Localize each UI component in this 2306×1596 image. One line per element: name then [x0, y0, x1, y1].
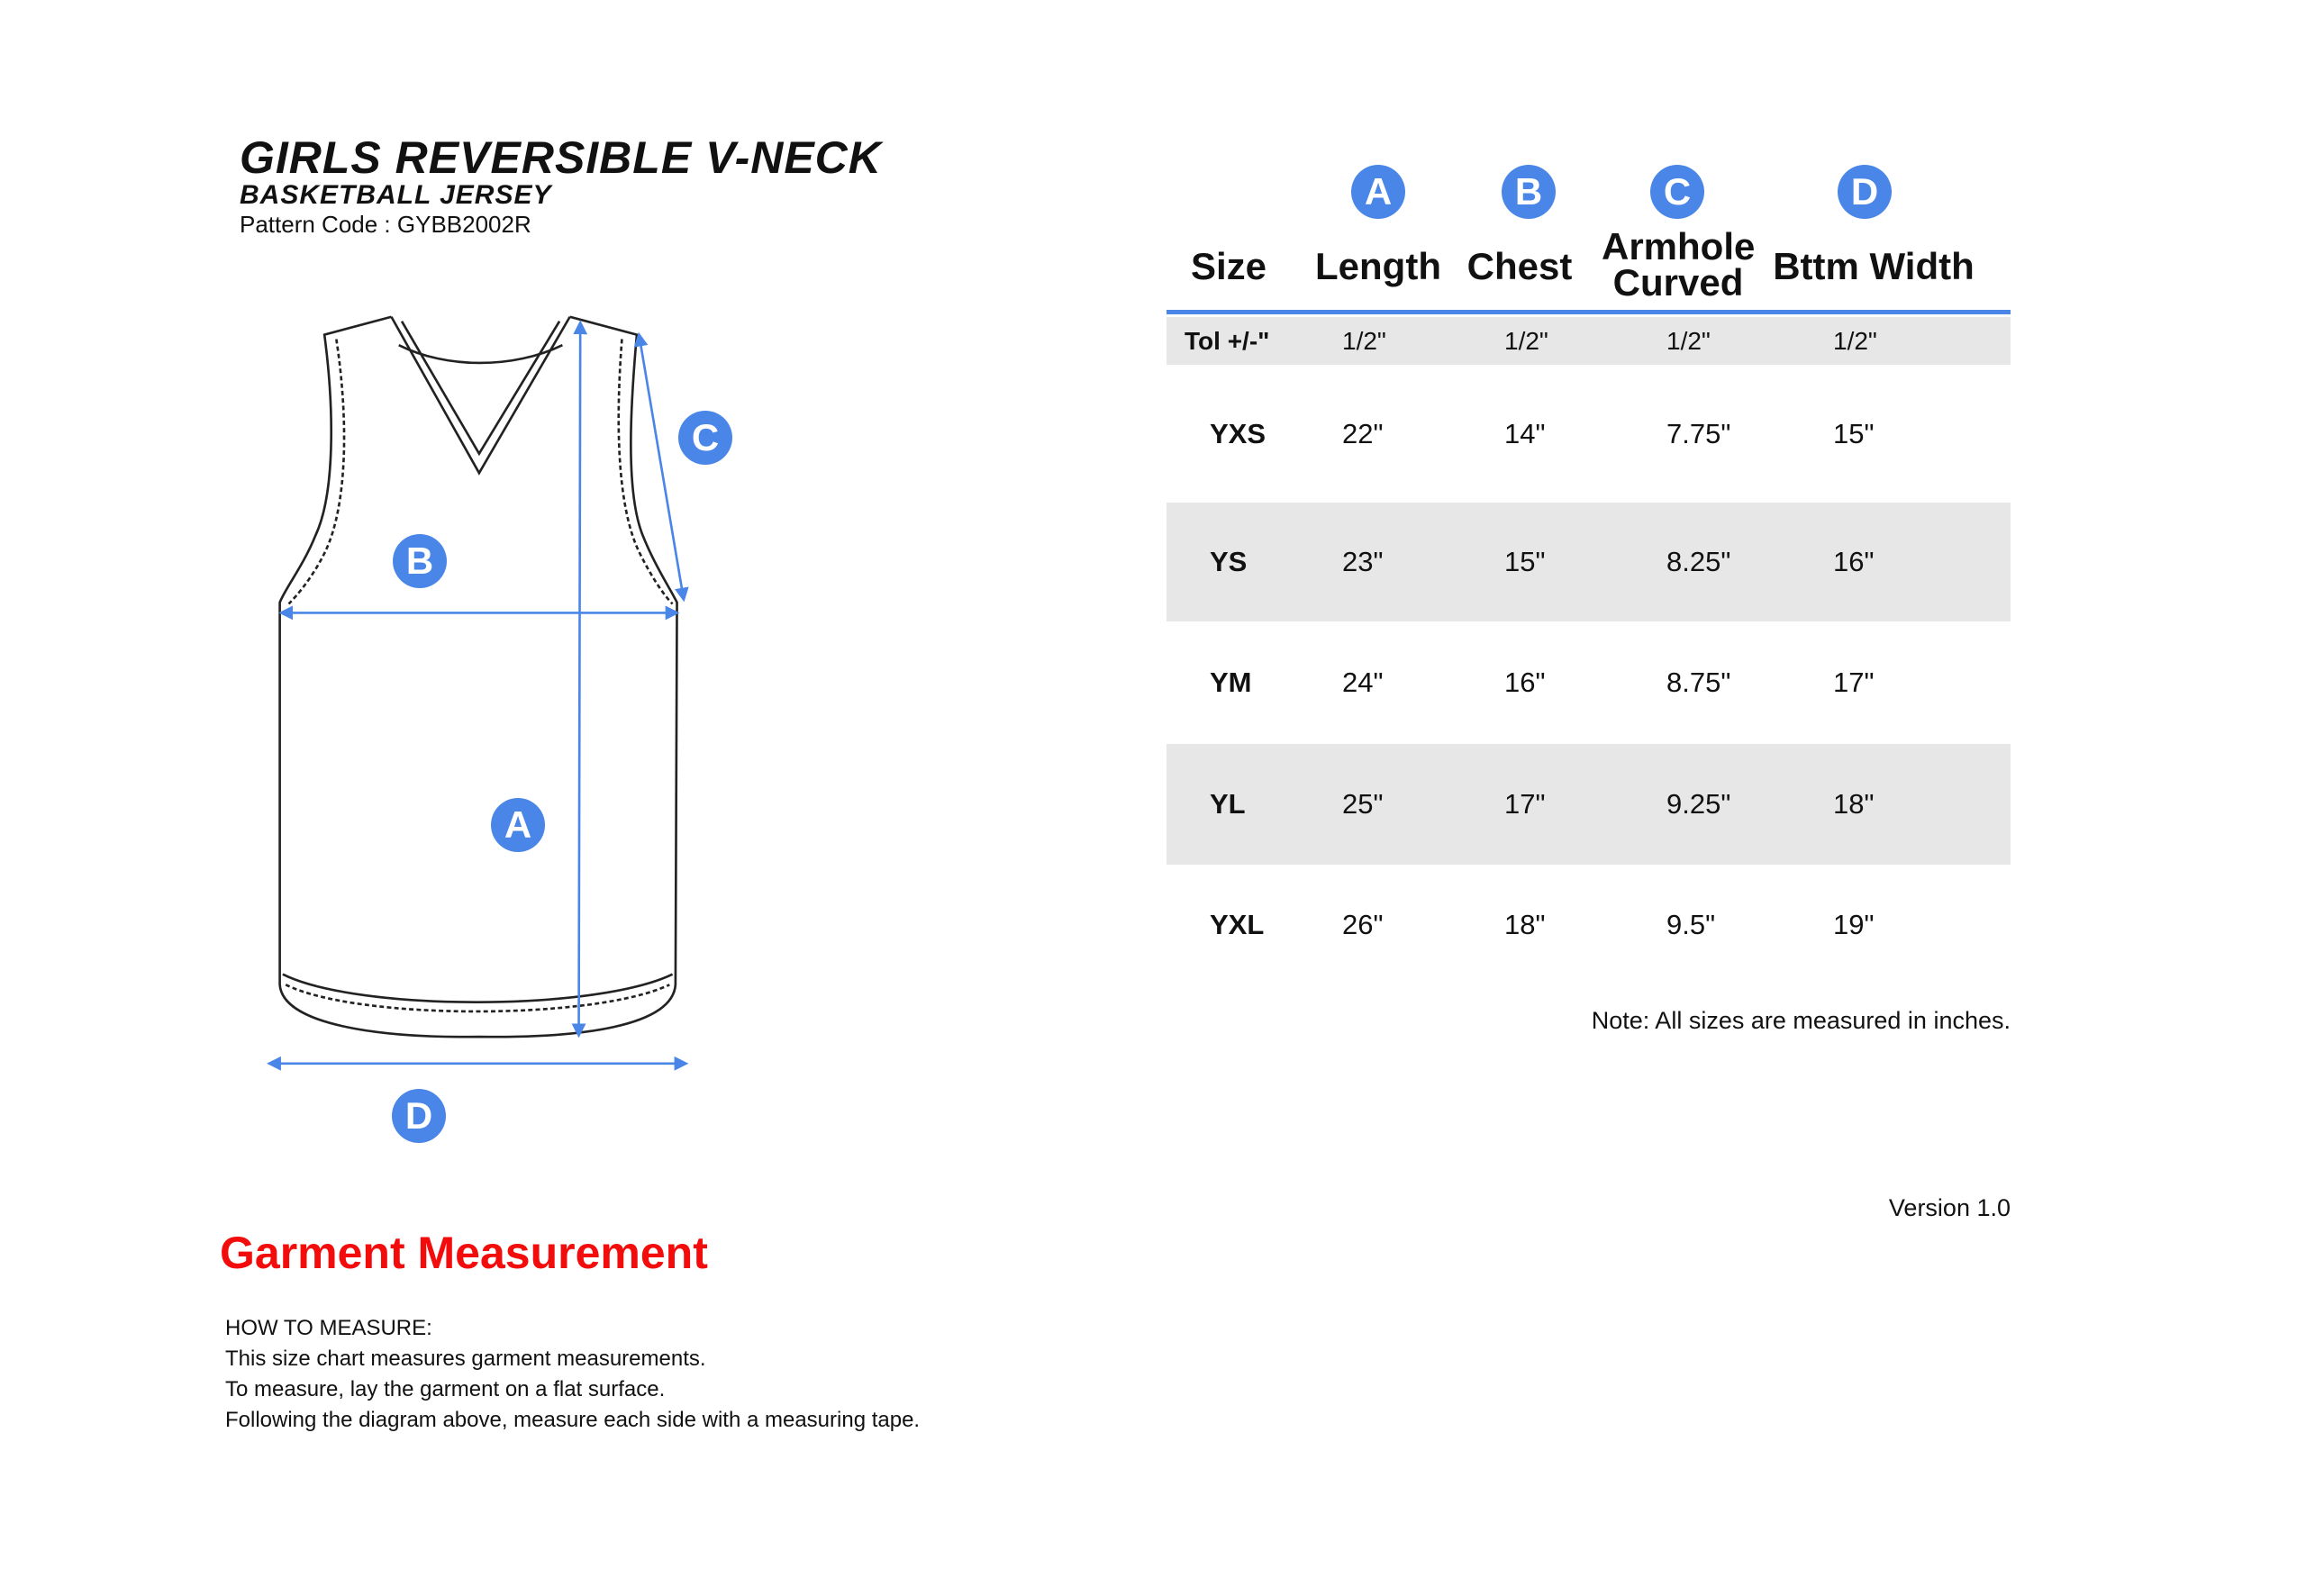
pattern-code: Pattern Code : GYBB2002R: [240, 211, 531, 238]
size-label: YXL: [1210, 909, 1265, 940]
jersey-outline: [278, 315, 678, 1038]
measurement-cell: 15": [1833, 417, 1875, 449]
measurement-cell: 1/2": [1504, 326, 1548, 355]
measurement-cell: 9.5": [1666, 909, 1716, 940]
column-header-bottom-width: Bttm Width: [1773, 245, 1975, 287]
measurement-cell: 14": [1504, 417, 1546, 449]
instruction-line: To measure, lay the garment on a flat su…: [225, 1377, 666, 1401]
measurement-cell: 15": [1504, 546, 1546, 577]
column-badge-c: C: [1650, 165, 1704, 219]
column-badge-b: B: [1502, 165, 1556, 219]
measurement-cell: 8.75": [1666, 667, 1731, 698]
column-header-chest: Chest: [1466, 245, 1573, 287]
measurement-cell: 26": [1342, 909, 1384, 940]
marker-c-badge: C: [678, 411, 732, 465]
measurement-cell: 1/2": [1342, 326, 1386, 355]
measurement-cell: 7.75": [1666, 417, 1731, 449]
measurement-cell: 19": [1833, 909, 1875, 940]
measurement-cell: 9.25": [1666, 788, 1731, 820]
instruction-line: This size chart measures garment measure…: [225, 1347, 706, 1371]
table-row: YM 24" 16" 8.75" 17": [1167, 621, 2011, 744]
column-header-length: Length: [1315, 245, 1441, 287]
measurement-cell: 24": [1342, 667, 1384, 698]
size-label: YS: [1210, 546, 1248, 577]
measurement-cell: 16": [1833, 546, 1875, 577]
measurement-cell: 17": [1833, 667, 1875, 698]
measure-lines: [267, 320, 689, 1071]
marker-b-badge: B: [393, 534, 447, 588]
tolerance-label: Tol +/-": [1185, 326, 1270, 355]
measure-line-a: [571, 320, 588, 1038]
table-note: Note: All sizes are measured in inches.: [1591, 1007, 2011, 1034]
measurement-cell: 18": [1504, 909, 1546, 940]
column-badge-d: D: [1838, 165, 1892, 219]
table-row: YL 25" 17" 9.25" 18": [1167, 744, 2011, 865]
size-label: YXS: [1210, 417, 1266, 449]
column-badge-a: A: [1351, 165, 1405, 219]
version-label: Version 1.0: [1888, 1194, 2011, 1221]
column-header-size: Size: [1190, 245, 1267, 287]
header-divider: [1167, 310, 2011, 314]
marker-a-badge: A: [491, 798, 545, 852]
measurement-cell: 1/2": [1833, 326, 1877, 355]
size-label: YM: [1210, 667, 1252, 698]
section-title: Garment Measurement: [220, 1228, 708, 1278]
tolerance-row: Tol +/-" 1/2" 1/2" 1/2" 1/2": [1167, 317, 2011, 365]
marker-d-badge: D: [392, 1089, 446, 1143]
column-header-armhole: Armhole Curved: [1602, 225, 1756, 304]
measure-line-c: [633, 331, 689, 603]
product-subtitle: BASKETBALL JERSEY: [240, 180, 552, 210]
instruction-line: Following the diagram above, measure eac…: [225, 1408, 921, 1432]
measurement-cell: 8.25": [1666, 546, 1731, 577]
measurement-cell: 17": [1504, 788, 1546, 820]
measurement-cell: 22": [1342, 417, 1384, 449]
measurement-cell: 18": [1833, 788, 1875, 820]
product-title: GIRLS REVERSIBLE V-NECK: [240, 132, 882, 183]
table-row: YXS 22" 14" 7.75" 15": [1167, 365, 2011, 503]
how-to-measure: HOW TO MEASURE: This size chart measures…: [225, 1313, 920, 1436]
instruction-heading: HOW TO MEASURE:: [225, 1316, 432, 1340]
measurement-cell: 23": [1342, 546, 1384, 577]
measurement-cell: 16": [1504, 667, 1546, 698]
measurement-cell: 25": [1342, 788, 1384, 820]
size-label: YL: [1210, 788, 1246, 820]
measurement-cell: 1/2": [1666, 326, 1711, 355]
table-row: YXL 26" 18" 9.5" 19": [1167, 865, 2011, 985]
table-row: YS 23" 15" 8.25" 16": [1167, 503, 2011, 621]
